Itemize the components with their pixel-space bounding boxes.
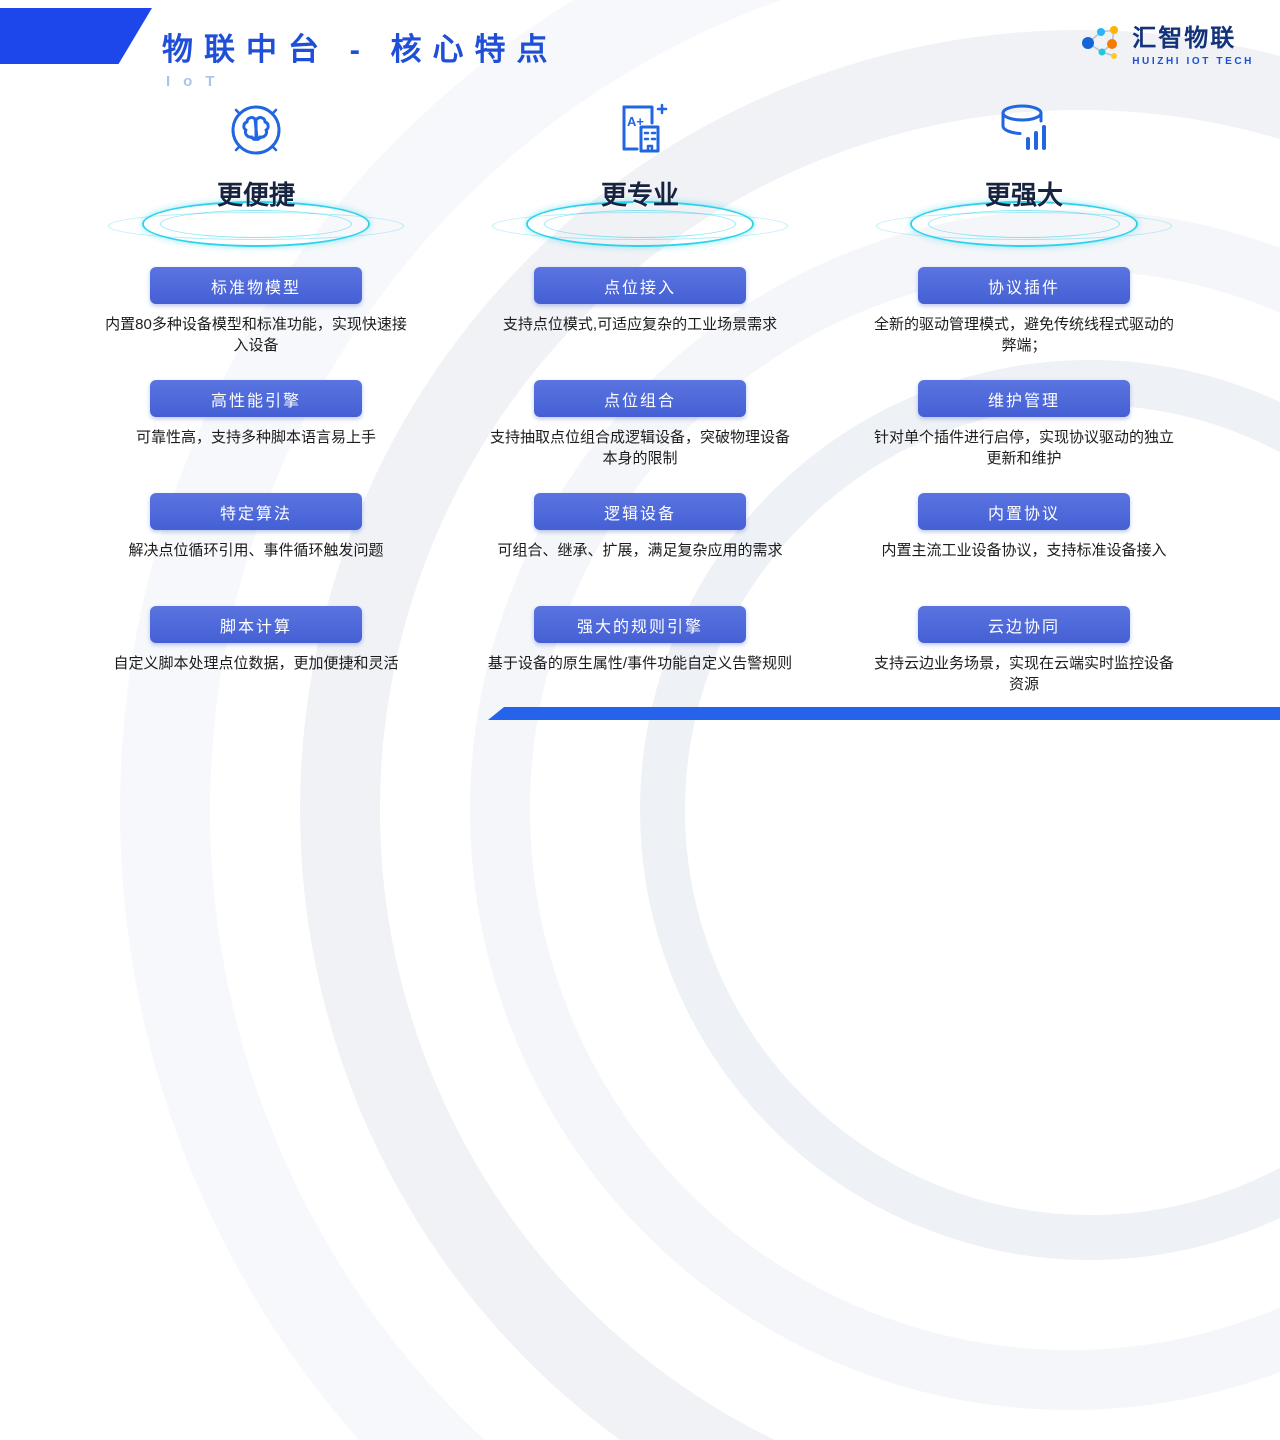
feature-desc: 内置80多种设备模型和标准功能，实现快速接入设备: [105, 316, 407, 354]
feature-item: 内置协议 内置主流工业设备协议，支持标准设备接入: [868, 493, 1180, 606]
feature-button[interactable]: 特定算法: [150, 493, 362, 530]
tech-ring: [876, 201, 1172, 247]
feature-column-convenient: 更便捷 标准物模型 内置80多种设备模型和标准功能，实现快速接入设备 高性能引擎…: [86, 95, 426, 720]
doc-icon-label: A+: [627, 114, 644, 129]
feature-button[interactable]: 点位组合: [534, 380, 746, 417]
feature-button[interactable]: 内置协议: [918, 493, 1130, 530]
database-chart-icon: [994, 95, 1054, 165]
feature-item: 脚本计算 自定义脚本处理点位数据，更加便捷和灵活: [100, 606, 412, 719]
header-accent-shape: [0, 8, 152, 64]
feature-desc: 支持抽取点位组合成逻辑设备，突破物理设备本身的限制: [489, 429, 790, 467]
feature-desc: 解决点位循环引用、事件循环触发问题: [128, 542, 384, 559]
feature-desc: 全新的驱动管理模式，避免传统线程式驱动的弊端；: [873, 316, 1174, 354]
feature-desc: 内置主流工业设备协议，支持标准设备接入: [881, 542, 1167, 559]
feature-list: 协议插件 全新的驱动管理模式，避免传统线程式驱动的弊端； 维护管理 针对单个插件…: [868, 267, 1180, 719]
column-title: 更专业: [600, 180, 680, 210]
feature-button[interactable]: 强大的规则引擎: [534, 606, 746, 643]
feature-button[interactable]: 协议插件: [918, 267, 1130, 304]
tech-ring: [108, 201, 404, 247]
page-title: 物联中台 - 核心特点: [162, 32, 559, 67]
tech-ring: [492, 201, 788, 247]
document-building-icon: A+: [609, 95, 671, 165]
feature-button[interactable]: 维护管理: [918, 380, 1130, 417]
brand-name: 汇智物联: [1132, 25, 1237, 52]
brand-tagline: HUIZHI IOT TECH: [1132, 56, 1254, 67]
column-title-block: 更便捷: [86, 165, 426, 251]
feature-button[interactable]: 标准物模型: [150, 267, 362, 304]
feature-desc: 自定义脚本处理点位数据，更加便捷和灵活: [113, 655, 399, 672]
header: 物联中台 - 核心特点 IoT 汇智物联 HUIZHI IOT TECH: [0, 0, 1280, 100]
feature-columns: 更便捷 标准物模型 内置80多种设备模型和标准功能，实现快速接入设备 高性能引擎…: [0, 95, 1280, 720]
feature-item: 逻辑设备 可组合、继承、扩展，满足复杂应用的需求: [484, 493, 796, 606]
feature-column-powerful: 更强大 协议插件 全新的驱动管理模式，避免传统线程式驱动的弊端； 维护管理 针对…: [854, 95, 1194, 720]
column-title-block: 更专业: [470, 165, 810, 251]
feature-item: 特定算法 解决点位循环引用、事件循环触发问题: [100, 493, 412, 606]
feature-button[interactable]: 云边协同: [918, 606, 1130, 643]
brand-logo: 汇智物联 HUIZHI IOT TECH: [1078, 18, 1254, 67]
brain-gear-icon: [223, 95, 289, 165]
feature-item: 云边协同 支持云边业务场景，实现在云端实时监控设备资源: [868, 606, 1180, 719]
feature-column-professional: A+ 更专业 点位接入 支持点位模式,可适应复杂的工业场景需求 点位组合 支持抽…: [470, 95, 810, 720]
column-title: 更强大: [984, 180, 1064, 210]
page-subtitle: IoT: [166, 73, 228, 90]
feature-button[interactable]: 逻辑设备: [534, 493, 746, 530]
column-title-block: 更强大: [854, 165, 1194, 251]
feature-item: 协议插件 全新的驱动管理模式，避免传统线程式驱动的弊端；: [868, 267, 1180, 380]
column-title: 更便捷: [216, 180, 296, 210]
feature-desc: 可组合、继承、扩展，满足复杂应用的需求: [497, 542, 783, 559]
feature-item: 强大的规则引擎 基于设备的原生属性/事件功能自定义告警规则: [484, 606, 796, 719]
feature-item: 点位接入 支持点位模式,可适应复杂的工业场景需求: [484, 267, 796, 380]
feature-list: 标准物模型 内置80多种设备模型和标准功能，实现快速接入设备 高性能引擎 可靠性…: [100, 267, 412, 719]
feature-desc: 支持云边业务场景，实现在云端实时监控设备资源: [873, 655, 1174, 693]
feature-desc: 针对单个插件进行启停，实现协议驱动的独立更新和维护: [873, 429, 1174, 467]
feature-button[interactable]: 点位接入: [534, 267, 746, 304]
feature-item: 点位组合 支持抽取点位组合成逻辑设备，突破物理设备本身的限制: [484, 380, 796, 493]
feature-desc: 可靠性高，支持多种脚本语言易上手: [135, 429, 376, 446]
feature-button[interactable]: 脚本计算: [150, 606, 362, 643]
bottom-accent-bar: [488, 707, 1280, 720]
molecule-logo-icon: [1078, 20, 1124, 66]
feature-button[interactable]: 高性能引擎: [150, 380, 362, 417]
feature-item: 标准物模型 内置80多种设备模型和标准功能，实现快速接入设备: [100, 267, 412, 380]
feature-item: 维护管理 针对单个插件进行启停，实现协议驱动的独立更新和维护: [868, 380, 1180, 493]
feature-desc: 基于设备的原生属性/事件功能自定义告警规则: [487, 655, 793, 672]
feature-list: 点位接入 支持点位模式,可适应复杂的工业场景需求 点位组合 支持抽取点位组合成逻…: [484, 267, 796, 719]
feature-desc: 支持点位模式,可适应复杂的工业场景需求: [502, 316, 778, 333]
feature-item: 高性能引擎 可靠性高，支持多种脚本语言易上手: [100, 380, 412, 493]
